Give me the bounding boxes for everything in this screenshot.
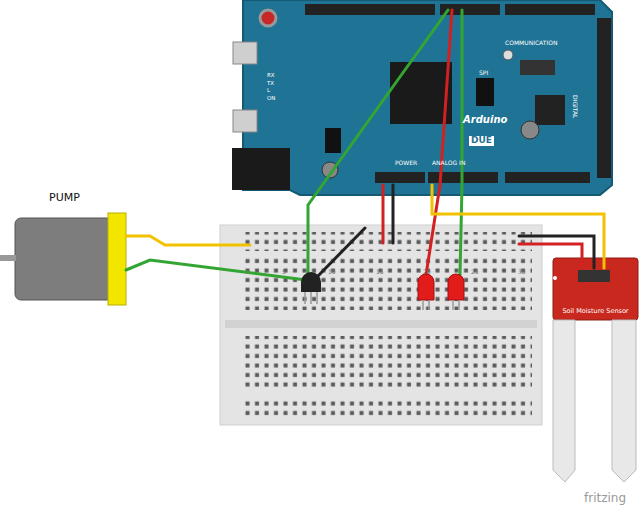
part-box: PUMP: [15, 190, 130, 305]
board-label: COMMUNICATION: [505, 40, 557, 47]
led: [448, 274, 464, 300]
pump-motor: [15, 218, 113, 300]
part-label: DUE: [469, 136, 494, 146]
part-box: Soil Moisture Sensor: [553, 258, 638, 320]
part-label: Arduino: [463, 114, 507, 125]
board-label: 25: [471, 269, 479, 276]
part-box: ArduinoDUE: [243, 0, 612, 195]
board-label: DIGITAL: [571, 95, 578, 118]
board-label: POWER: [395, 160, 417, 167]
arduino-board: [243, 0, 612, 195]
part-label: PUMP: [49, 192, 80, 204]
board-label: SPI: [479, 70, 488, 77]
board-label: L: [267, 87, 270, 93]
board-label: fritzing: [584, 492, 626, 505]
transistor-symbol: [301, 272, 321, 292]
board-label: 30: [518, 269, 526, 276]
led: [418, 274, 434, 300]
board-label: ON: [267, 95, 275, 101]
board-label: 5: [282, 269, 286, 276]
board-label: 20: [423, 269, 431, 276]
board-label: ANALOG IN: [432, 160, 465, 167]
board-label: 1: [245, 269, 249, 276]
board-label: 10: [328, 269, 336, 276]
wires: [126, 10, 604, 280]
board-label: TX: [267, 80, 274, 86]
breadboard: [220, 225, 542, 425]
board-label: RX: [267, 72, 275, 78]
part-label: Soil Moisture Sensor: [562, 308, 628, 315]
board-label: 15: [376, 269, 384, 276]
